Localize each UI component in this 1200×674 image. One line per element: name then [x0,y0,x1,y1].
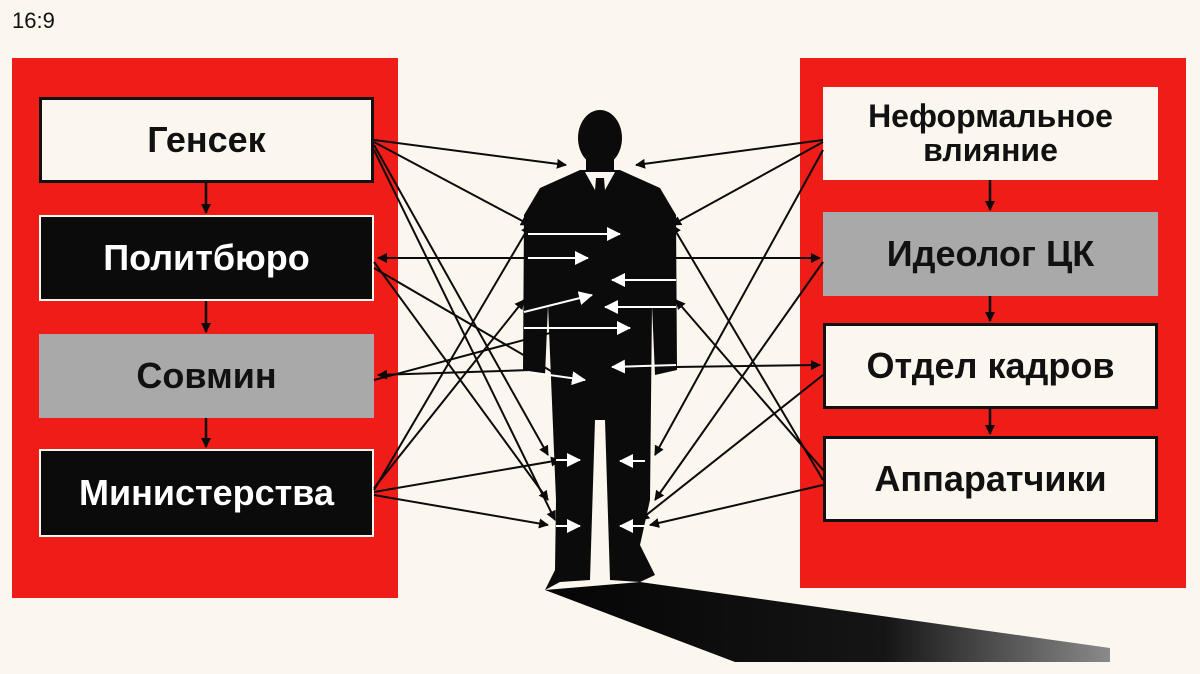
box-gensek[interactable]: Генсек [39,97,374,183]
box-neformalnoe-vliyanie[interactable]: Неформальное влияние [823,87,1158,180]
figure-shadow [545,582,1110,662]
box-ministerstva[interactable]: Министерства [39,449,374,537]
box-ideolog-ck[interactable]: Идеолог ЦК [823,212,1158,296]
aspect-ratio-label: 16:9 [12,8,55,33]
box-politburo[interactable]: Политбюро [39,215,374,301]
box-apparatchiki[interactable]: Аппаратчики [823,436,1158,522]
box-sovmin[interactable]: Совмин [39,334,374,418]
box-otdel-kadrov[interactable]: Отдел кадров [823,323,1158,409]
